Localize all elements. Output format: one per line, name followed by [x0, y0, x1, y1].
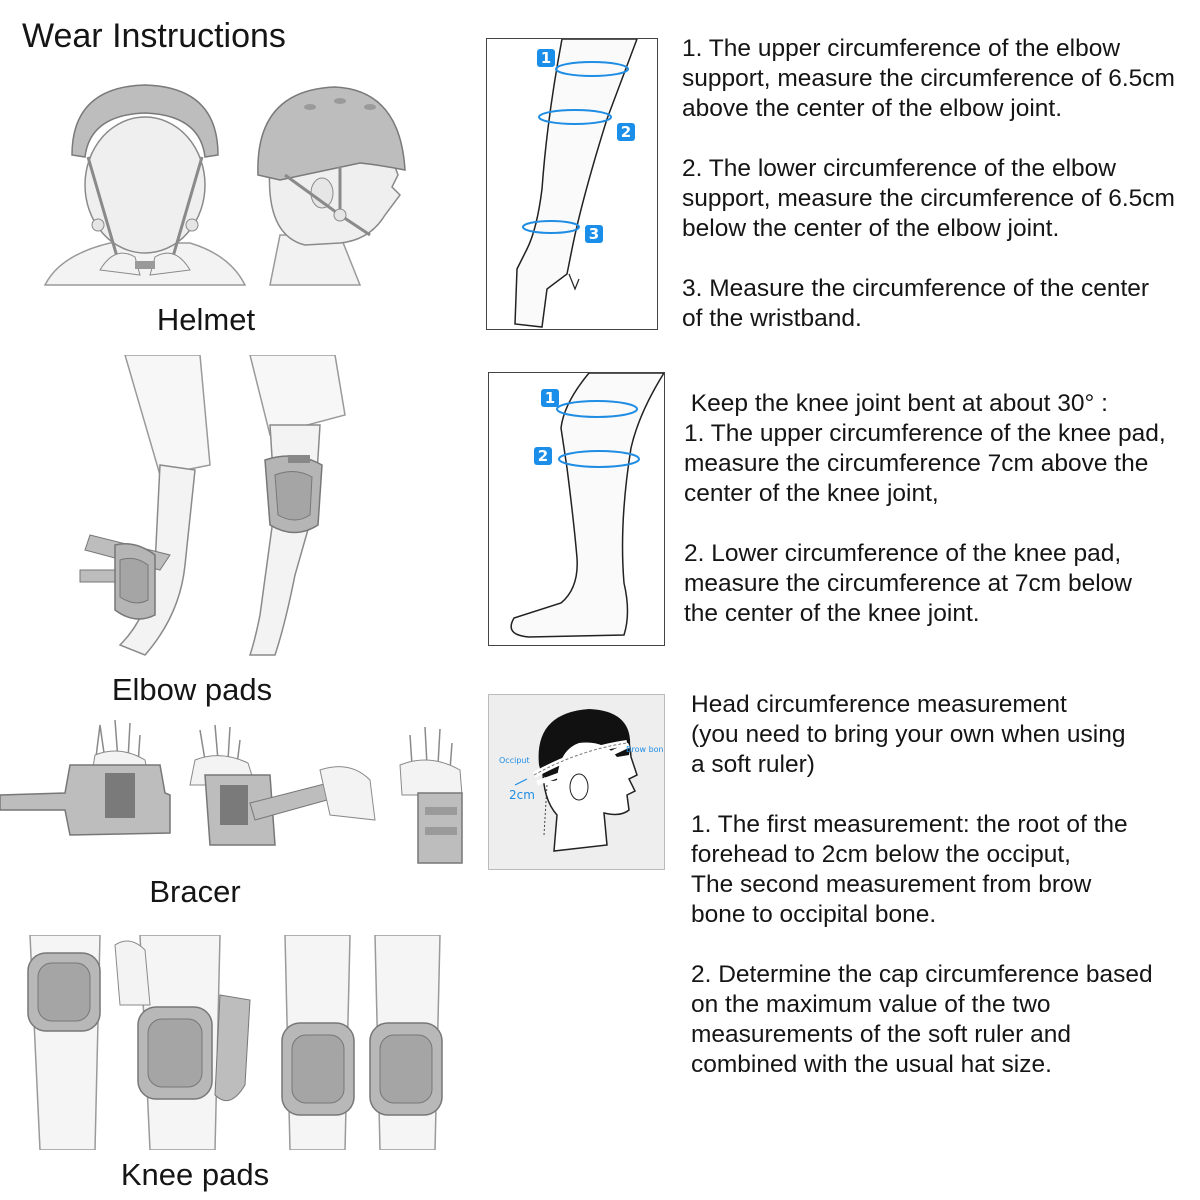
knee-pads-caption: Knee pads — [120, 1157, 270, 1192]
head-instruction-1: 1. The first measurement: the root of th… — [691, 811, 1128, 928]
helmet-caption: Helmet — [156, 302, 256, 337]
knee-marker-2: 2 — [538, 447, 548, 465]
arm-marker-1: 1 — [541, 49, 551, 67]
knee-marker-1: 1 — [545, 389, 555, 407]
knee-measurement-figure: 1 2 — [488, 372, 665, 646]
head-intro: Head circumference measurement (you need… — [691, 691, 1126, 778]
arm-instruction-1: 1. The upper circumference of the elbow … — [682, 35, 1175, 122]
arm-marker-2: 2 — [621, 123, 631, 141]
knee-intro: Keep the knee joint bent at about 30° : — [684, 390, 1108, 417]
helmet-illustration — [40, 75, 440, 290]
bracer-caption: Bracer — [149, 874, 241, 909]
brow-bone-label: Brow bone — [626, 745, 664, 754]
elbow-pads-caption: Elbow pads — [111, 672, 273, 707]
arm-marker-3: 3 — [589, 225, 599, 243]
occiput-label: Occiput — [499, 756, 530, 765]
knee-instruction-1: 1. The upper circumference of the knee p… — [684, 420, 1166, 507]
arm-instruction-2: 2. The lower circumference of the elbow … — [682, 155, 1175, 242]
knee-instruction-2: 2. Lower circumference of the knee pad, … — [684, 540, 1132, 627]
arm-instruction-3: 3. Measure the circumference of the cent… — [682, 275, 1150, 332]
elbow-pads-illustration — [60, 355, 350, 660]
offset-label: 2cm — [509, 788, 535, 802]
knee-pads-illustration — [20, 935, 450, 1150]
page-title: Wear Instructions — [22, 17, 286, 55]
bracer-illustration — [0, 715, 480, 865]
arm-measurement-figure: 1 2 3 — [486, 38, 658, 330]
head-measurement-figure: Occiput Brow bone 2cm — [488, 694, 665, 870]
head-instruction-2: 2. Determine the cap circumference based… — [691, 961, 1153, 1078]
